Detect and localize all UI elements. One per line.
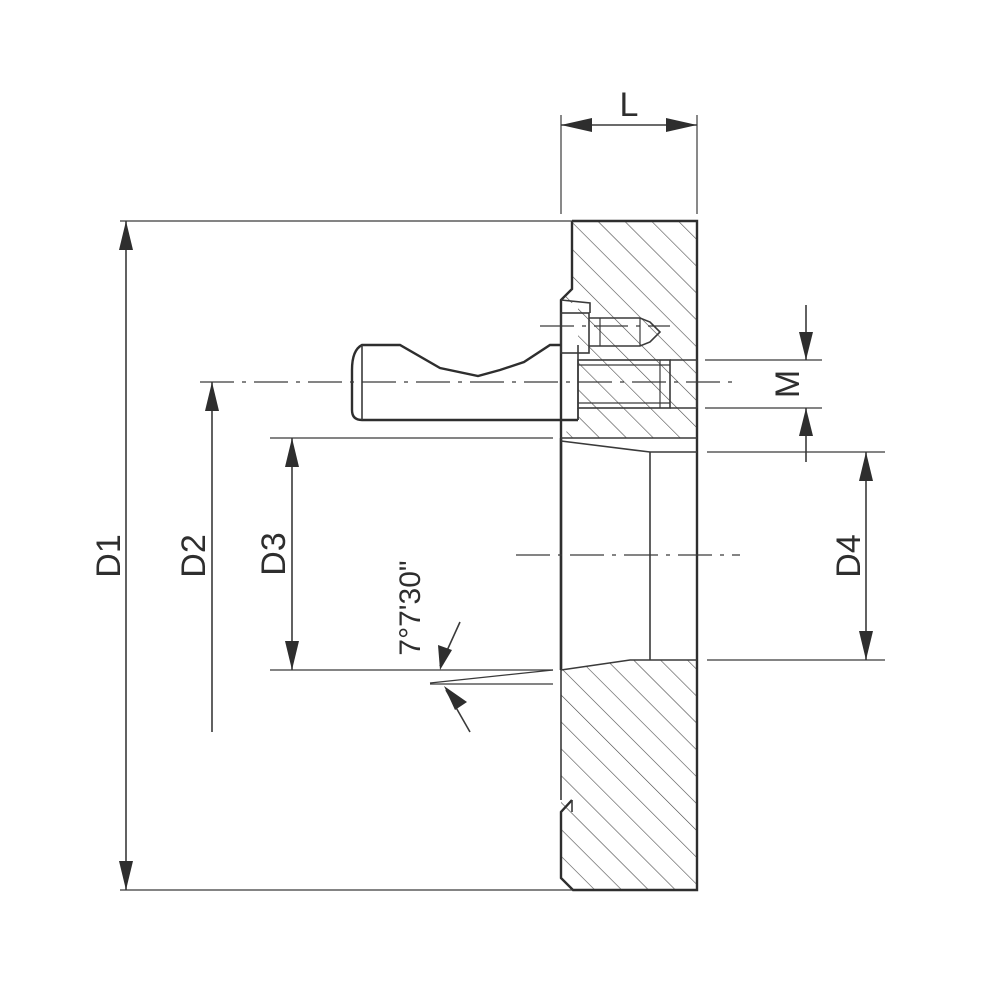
section-hatching [560, 221, 697, 890]
label-d3: D3 [255, 532, 293, 575]
dimension-lines [119, 118, 873, 890]
label-d4: D4 [830, 534, 868, 577]
pin-assembly [350, 312, 698, 422]
label-d1: D1 [90, 534, 128, 577]
label-m: M [769, 370, 807, 398]
lower-section [561, 660, 697, 890]
upper-section [560, 221, 697, 438]
dimension-labels: D1 D2 D3 D4 L M 7°7'30" [90, 86, 868, 656]
label-d2: D2 [175, 534, 213, 577]
center-lines [200, 325, 740, 556]
extension-lines [120, 115, 885, 891]
label-l: L [620, 86, 639, 124]
label-taper-angle: 7°7'30" [394, 560, 427, 655]
